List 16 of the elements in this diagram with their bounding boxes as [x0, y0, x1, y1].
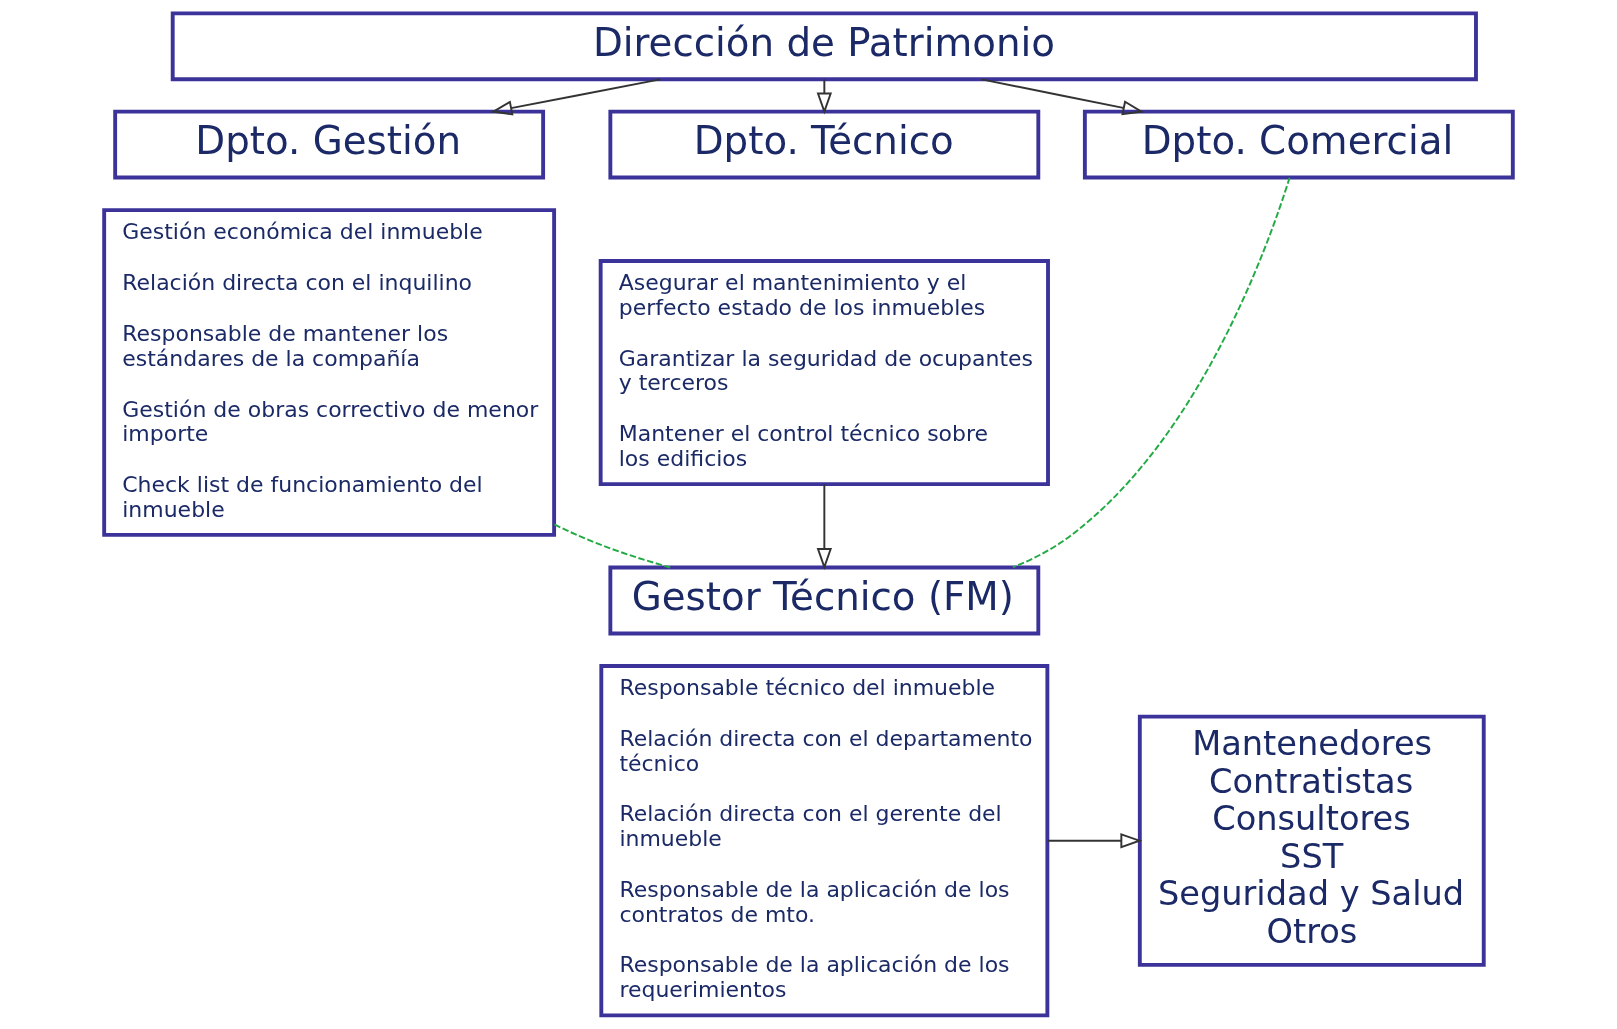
arrow — [490, 78, 662, 116]
node-box: Responsable técnico del inmueble Relación directa con el departamento técnico Relación directa con el gerente del inmueble Responsable de la aplicación de los contratos de mto. Responsable de la aplicación de los requerimientos — [599, 664, 1050, 1018]
node-box: Mantenedores Contratistas Consultores SST Seguridad y Salud Otros — [1137, 714, 1486, 967]
connector — [553, 523, 672, 569]
node-box: Dirección de Patrimonio — [170, 11, 1478, 82]
node-box: Gestión económica del inmueble Relación directa con el inquilino Responsable de mantener los estándares de la compañía Gestión de obras correctivo de menor importe Check list de funcionamiento del inmueble — [102, 208, 557, 537]
node-box: Gestor Técnico (FM) — [608, 565, 1041, 636]
node-box: Asegurar el mantenimiento y el perfecto estado de los inmuebles Garantizar la seguridad de ocupantes y terceros Mantener el control técnico sobre los edificios — [598, 259, 1050, 487]
connector — [1012, 176, 1291, 569]
arrow — [816, 78, 833, 115]
node-box: Dpto. Comercial — [1082, 109, 1515, 180]
arrow — [1046, 833, 1143, 849]
node-box: Dpto. Técnico — [608, 109, 1041, 180]
arrow — [980, 78, 1145, 116]
node-box: Dpto. Gestión — [113, 109, 546, 180]
arrow — [816, 483, 833, 570]
